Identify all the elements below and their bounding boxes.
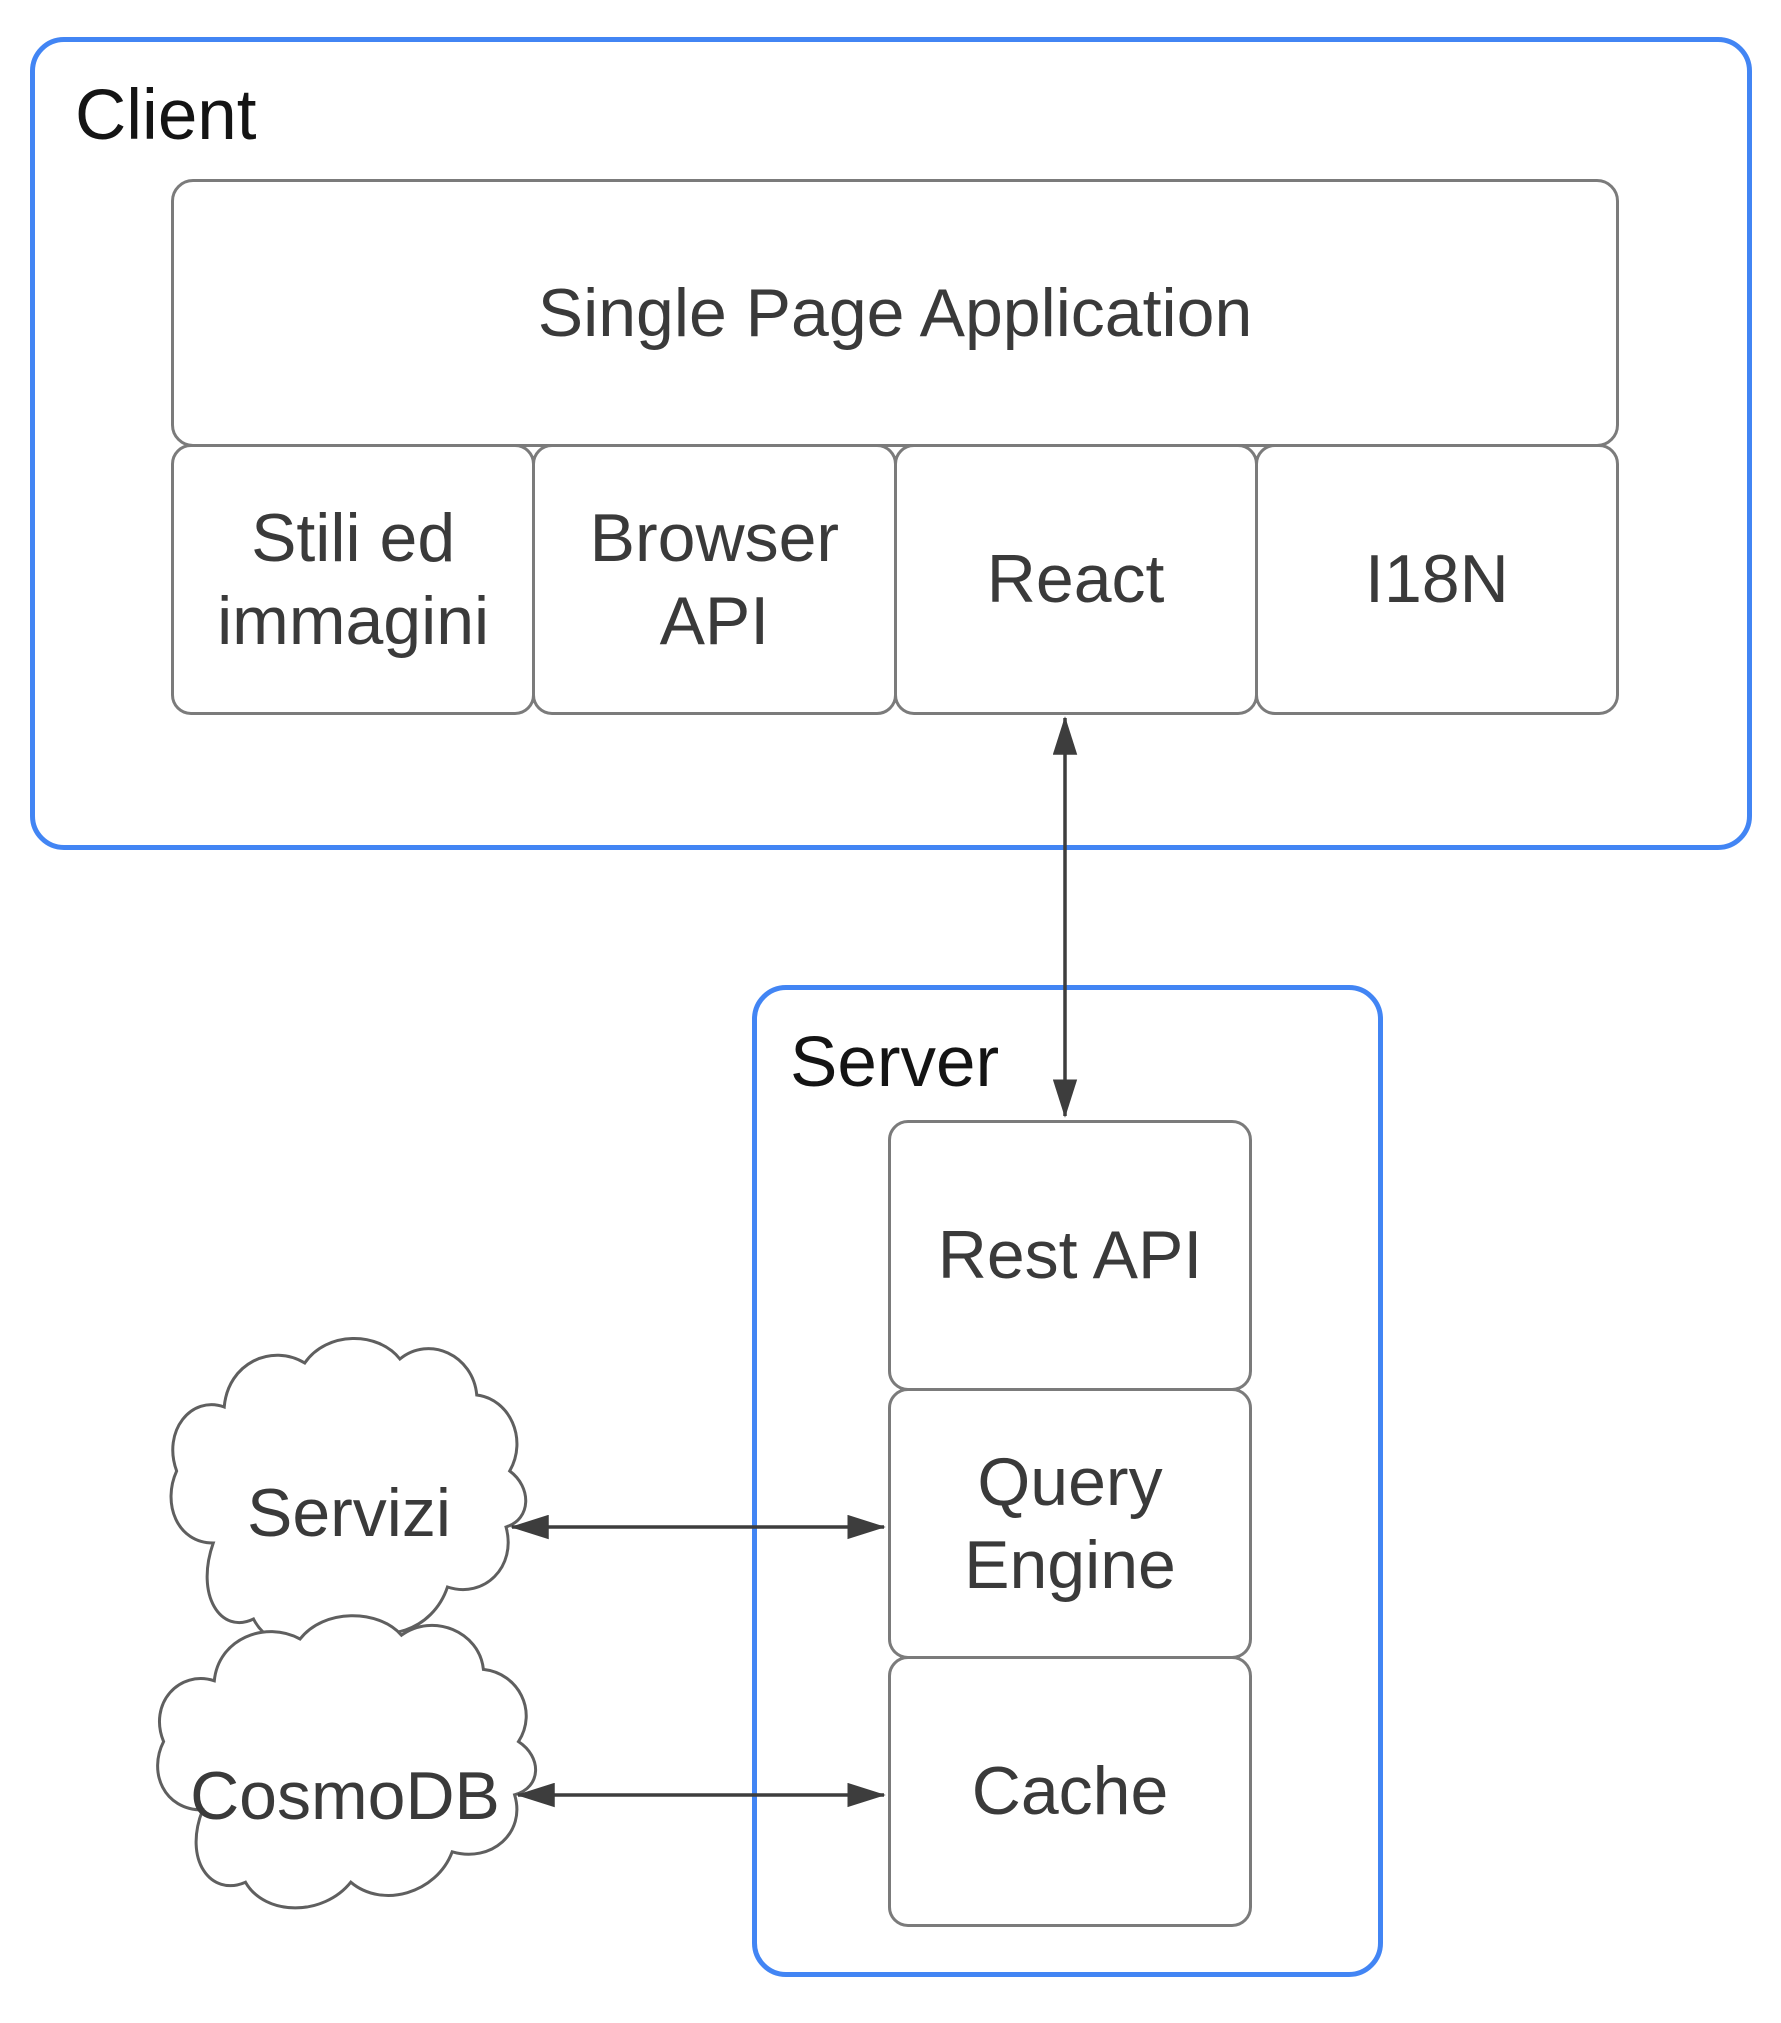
cosmodb-cloud-label: CosmoDB bbox=[190, 1758, 500, 1834]
server-components-stack: Rest API Query Engine Cache bbox=[888, 1120, 1252, 1927]
spa-box: Single Page Application bbox=[171, 179, 1619, 447]
cosmodb-cloud: CosmoDB bbox=[158, 1616, 536, 1908]
component-label: Cache bbox=[971, 1753, 1169, 1830]
client-modules-row: Stili ed immagini Browser API React I18N bbox=[171, 444, 1619, 715]
servizi-cloud: Servizi bbox=[171, 1338, 526, 1646]
server-label: Server bbox=[790, 1023, 1000, 1102]
client-label: Client bbox=[75, 76, 257, 155]
module-label: I18N bbox=[1365, 541, 1509, 618]
cosmodb-cloud-shape bbox=[158, 1616, 536, 1908]
module-label: React bbox=[986, 541, 1165, 618]
spa-box-label: Single Page Application bbox=[537, 274, 1253, 351]
component-label: Rest API bbox=[937, 1217, 1203, 1294]
module-box-react: React bbox=[893, 444, 1258, 715]
module-label: Browser API bbox=[589, 499, 840, 659]
client-group: Client Single Page Application Stili ed … bbox=[30, 37, 1752, 850]
component-box-cache: Cache bbox=[888, 1656, 1252, 1927]
servizi-cloud-label: Servizi bbox=[247, 1475, 451, 1551]
module-box-i18n: I18N bbox=[1254, 444, 1619, 715]
server-group: Server Rest API Query Engine Cache bbox=[752, 985, 1383, 1977]
component-box-rest-api: Rest API bbox=[888, 1120, 1252, 1391]
module-box-stili-ed-immagini: Stili ed immagini bbox=[171, 444, 536, 715]
component-box-query-engine: Query Engine bbox=[888, 1388, 1252, 1659]
servizi-cloud-shape bbox=[171, 1338, 526, 1646]
component-label: Query Engine bbox=[964, 1443, 1176, 1603]
module-label: Stili ed immagini bbox=[217, 499, 490, 659]
module-box-browser-api: Browser API bbox=[532, 444, 897, 715]
